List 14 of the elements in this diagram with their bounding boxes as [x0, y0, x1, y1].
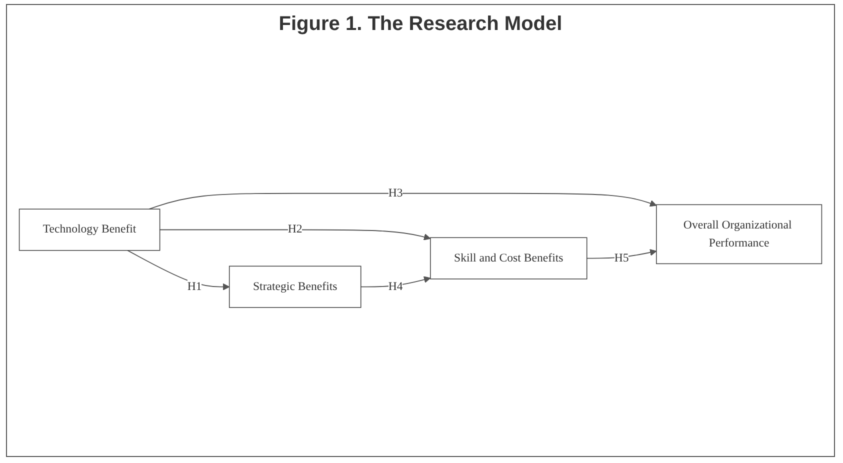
figure-frame: Figure 1. The Research Model H1 H2 H3 H4 H5 Technology Benefit Strategic Benefits Skill and Cost Benefits Overall Organizational Performance: [6, 4, 835, 457]
node-box: [18, 208, 160, 251]
figure-title: Figure 1. The Research Model: [278, 13, 562, 36]
node-box: [228, 266, 362, 308]
arrow: [127, 250, 230, 290]
edge-label: H5: [614, 252, 629, 264]
edge-label: H1: [187, 280, 202, 293]
node-box: [656, 204, 822, 264]
arrow: [159, 229, 431, 240]
arrow: [148, 192, 657, 210]
edge-label: H2: [288, 223, 302, 236]
edge-label: H4: [388, 280, 403, 293]
edge-label: H3: [388, 186, 403, 200]
node-box: [430, 237, 588, 280]
